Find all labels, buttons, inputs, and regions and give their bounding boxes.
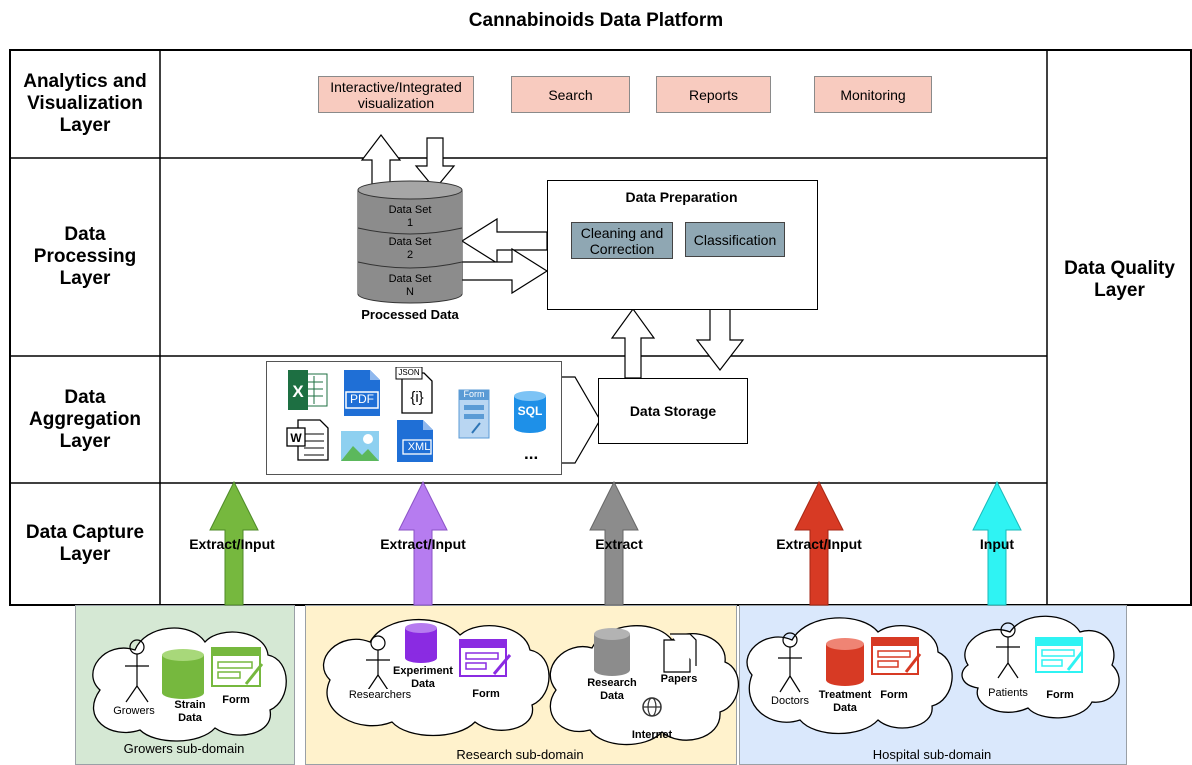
xml-icon: [397, 420, 433, 462]
hospital-form-icon-1: [871, 637, 922, 675]
arrow-label-research: Extract/Input: [380, 536, 466, 552]
arrow-label-extract: Extract: [595, 536, 643, 552]
processing-layer-label: Data Processing Layer: [33, 224, 137, 289]
grower-actor-icon: [125, 639, 149, 703]
grower-form-icon: [211, 647, 264, 687]
papers-label: Papers: [660, 673, 698, 685]
hospital-form-label-1: Form: [880, 689, 908, 701]
analytics-layer-label: Analytics and Visualization Layer: [23, 71, 147, 136]
research-domain-label: Research sub-domain: [456, 747, 584, 762]
strain-data-db-icon: [162, 649, 204, 699]
pdf-icon: [344, 370, 380, 416]
visualization-box: Interactive/Integrated visualization: [318, 76, 474, 113]
hospital-form-icon-2: [1035, 637, 1084, 673]
growers-form-label: Form: [222, 694, 250, 706]
data-storage-label: Data Storage: [629, 403, 717, 419]
dataset-1-label: Data Set 1: [388, 204, 432, 229]
dataset-2-label: Data Set 2: [388, 236, 432, 261]
strain-data-label: Strain Data: [174, 699, 206, 724]
research-arrow: [398, 480, 448, 606]
patients-arrow: [972, 480, 1022, 606]
doctor-actor-icon: [778, 632, 802, 693]
platform-title: Cannabinoids Data Platform: [468, 10, 724, 31]
data-storage-box: Data Storage: [598, 378, 748, 444]
json-tag: JSON: [398, 368, 420, 377]
json-glyph: {i}: [410, 389, 424, 406]
internet-globe-icon: [642, 697, 662, 717]
json-icon: [395, 367, 433, 414]
patient-actor-icon: [996, 622, 1020, 679]
monitoring-box: Monitoring: [814, 76, 932, 113]
form-app-icon: [458, 389, 490, 439]
excel-icon: X: [288, 370, 328, 410]
treatment-data-label: Treatment Data: [818, 689, 872, 714]
more-formats: ...: [524, 444, 539, 463]
experiment-data-label: Experiment Data: [393, 665, 453, 690]
papers-icon: [663, 633, 697, 673]
xml-label: XML: [407, 441, 431, 453]
cleaning-box: Cleaning and Correction: [571, 222, 673, 259]
doctors-label: Doctors: [764, 695, 816, 708]
sql-label: SQL: [517, 404, 543, 418]
researcher-actor-icon: [366, 635, 390, 691]
sql-icon: [514, 391, 546, 433]
hospital-arrow: [794, 480, 844, 606]
processed-data-label: Processed Data: [361, 307, 459, 322]
hospital-form-label-2: Form: [1046, 689, 1074, 701]
internet-label: Internet: [631, 729, 673, 741]
researchers-label: Researchers: [340, 689, 420, 702]
hospital-domain-label: Hospital sub-domain: [872, 747, 992, 762]
form-app-label: Form: [463, 389, 485, 399]
pdf-label: PDF: [350, 392, 374, 406]
growers-domain-label: Growers sub-domain: [123, 741, 245, 756]
research-data-db-icon: [594, 628, 630, 676]
arrow-label-hospital: Extract/Input: [776, 536, 862, 552]
aggregation-layer-label: Data Aggregation Layer: [29, 386, 141, 452]
capture-layer-label: Data Capture Layer: [25, 522, 145, 565]
patients-label: Patients: [982, 687, 1034, 700]
image-icon: [341, 431, 379, 461]
treatment-db-icon: [826, 638, 864, 686]
svg-text:W: W: [290, 431, 302, 445]
arrow-label-input: Input: [979, 536, 1015, 552]
word-icon: W: [286, 419, 329, 461]
svg-text:X: X: [292, 382, 304, 401]
reports-box: Reports: [656, 76, 771, 113]
research-form-icon: [459, 639, 512, 677]
data-preparation-title: Data Preparation: [625, 189, 738, 205]
classification-box: Classification: [685, 222, 785, 257]
experiment-db-icon: [405, 623, 437, 663]
research-data-label: Research Data: [587, 677, 637, 702]
quality-layer-label: Data Quality Layer: [1064, 258, 1175, 301]
growers-arrow: [209, 480, 259, 606]
search-box: Search: [511, 76, 630, 113]
growers-actor-label: Growers: [108, 705, 160, 718]
research-form-label: Form: [472, 688, 500, 700]
extract-arrow: [589, 480, 639, 606]
dataset-n-label: Data Set N: [388, 273, 432, 298]
processed-data-cylinder: [357, 180, 463, 304]
arrow-label-growers: Extract/Input: [189, 536, 275, 552]
